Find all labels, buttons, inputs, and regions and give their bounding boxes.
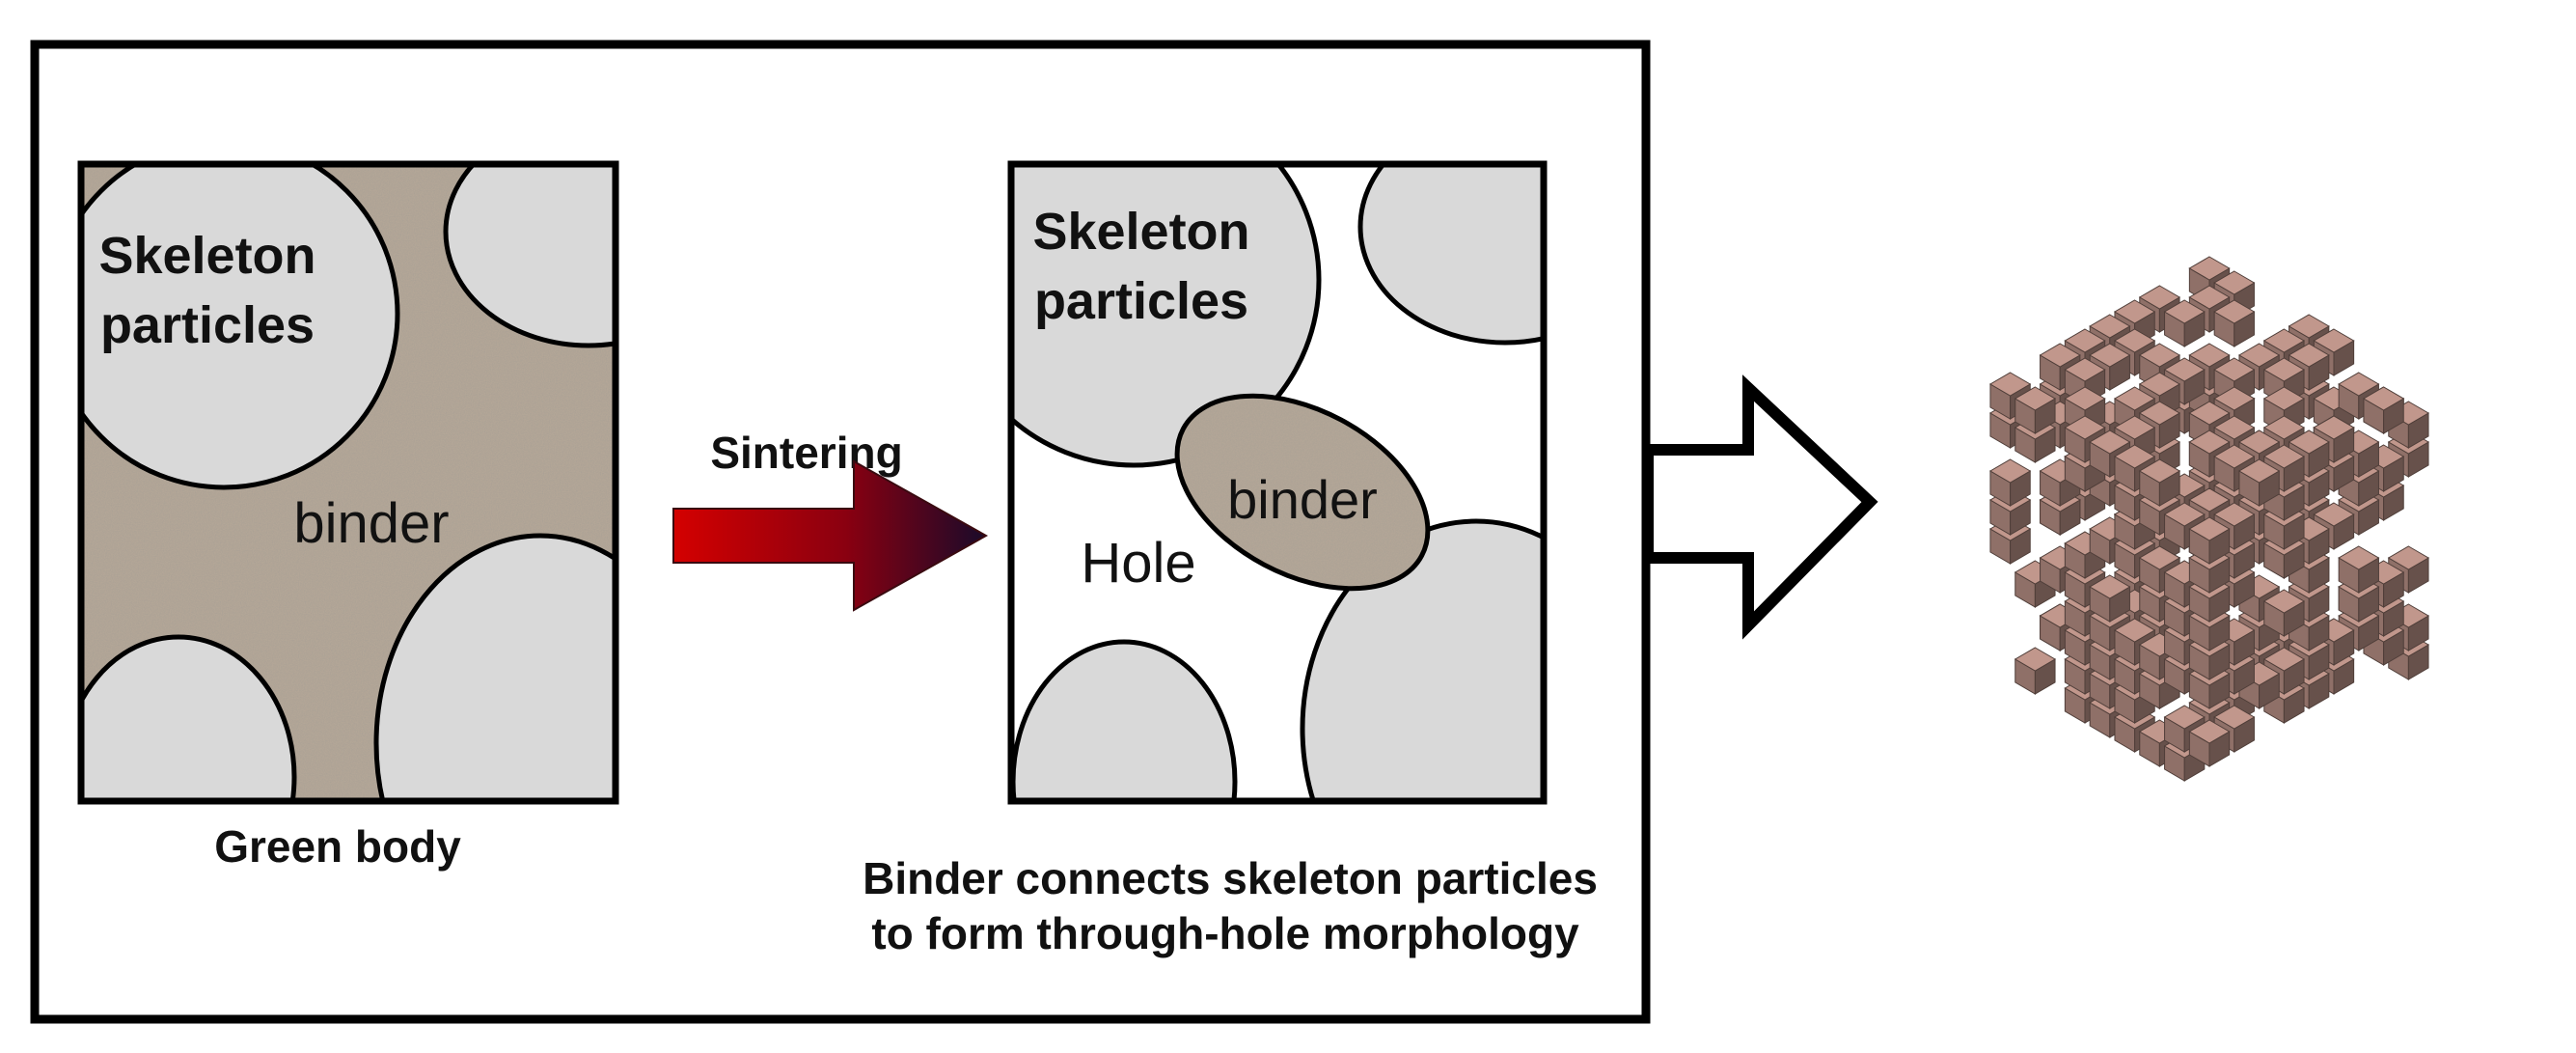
outline-arrow-right-icon: [1642, 374, 1878, 640]
structure-block-face: [2089, 343, 2131, 368]
binder-bridge: [1177, 396, 1428, 589]
structure-block-face: [2138, 372, 2181, 397]
structure-block-face: [2262, 444, 2306, 469]
structure-block-face: [2288, 343, 2330, 368]
structure-block-face: [2163, 502, 2206, 527]
structure-block-face: [2163, 357, 2206, 382]
structure-block-face: [2288, 430, 2330, 455]
structure-block-face: [2163, 299, 2206, 324]
structure-block-face: [2064, 357, 2106, 382]
skeleton-particle: [81, 634, 297, 801]
structure-block-face: [2113, 415, 2156, 440]
structure-block-face: [2188, 285, 2231, 310]
skeleton-particle: [81, 164, 400, 490]
structure-block-face: [2313, 328, 2355, 353]
structure-block-face: [1988, 458, 2032, 484]
structure-block-face: [2262, 328, 2306, 353]
sintering-label: Sintering: [710, 428, 902, 478]
structure-block-face: [2288, 314, 2330, 339]
structure-block-face: [2188, 719, 2231, 744]
sintered-body-panel: Skeleton particles binder Hole Binder co…: [863, 160, 1598, 958]
skeleton-particle: [1011, 164, 1322, 468]
skeleton-particles-label-line2: particles: [1034, 272, 1248, 330]
skeleton-particle: [1357, 164, 1544, 346]
structure-block-face: [2338, 545, 2380, 570]
gradient-arrow-right-icon: [672, 459, 989, 612]
structure-block-face: [2089, 574, 2131, 599]
skeleton-particle: [443, 164, 616, 348]
structure-block-face: [2213, 299, 2256, 324]
structure-block-face: [2113, 386, 2156, 411]
binder-label: binder: [293, 492, 449, 555]
hole-label: Hole: [1081, 532, 1195, 595]
structure-block-face: [2237, 430, 2281, 455]
structure-block-face: [2213, 270, 2256, 295]
structure-block-face: [2338, 372, 2380, 397]
structure-block-face: [2262, 386, 2306, 411]
structure-block-face: [2213, 386, 2256, 411]
structure-block-face: [2362, 386, 2405, 411]
structure-block-face: [2089, 430, 2131, 455]
structure-block-face: [2313, 415, 2355, 440]
skeleton-particle: [1300, 518, 1544, 801]
structure-block-face: [2213, 444, 2256, 469]
structure-block-face: [2113, 444, 2156, 469]
sintered-body-box: [1007, 160, 1548, 805]
skeleton-particles-label-line2: particles: [100, 296, 315, 354]
green-body-box: [77, 160, 619, 805]
structure-block-face: [2188, 430, 2231, 455]
structure-block-face: [2188, 343, 2231, 368]
structure-block-face: [1988, 372, 2032, 397]
structure-block-face: [2237, 458, 2281, 484]
structure-block-face: [2138, 458, 2181, 484]
structure-block-face: [2039, 343, 2081, 368]
structure-block-face: [2213, 357, 2256, 382]
skeleton-particle: [373, 533, 616, 801]
structure-block-face: [2262, 589, 2306, 614]
structure-block-face: [2064, 328, 2106, 353]
structure-block-face: [2387, 545, 2430, 570]
structure-block-face: [2188, 401, 2231, 426]
structure-block-face: [2213, 705, 2256, 730]
structure-block-face: [2313, 502, 2355, 527]
structure-block-face: [2138, 285, 2181, 310]
structure-block-face: [2138, 401, 2181, 426]
structure-block-face: [2262, 415, 2306, 440]
structure-block-face: [2237, 343, 2281, 368]
structure-block-face: [2014, 386, 2057, 411]
structure-block-face: [2262, 357, 2306, 382]
structure-block-face: [2089, 314, 2131, 339]
structure-block-face: [2138, 343, 2181, 368]
sintered-caption-line1: Binder connects skeleton particles: [863, 853, 1598, 903]
structure-block-face: [2113, 299, 2156, 324]
structure-block-face: [2014, 647, 2057, 672]
structure-block-face: [2113, 618, 2156, 643]
structure-block-face: [2188, 516, 2231, 541]
structure-block-face: [2138, 545, 2181, 570]
green-body-panel: Skeleton particles binder Green body: [77, 160, 619, 872]
structure-block-face: [2064, 386, 2106, 411]
structure-block-face: [2262, 647, 2306, 672]
skeleton-particles-label-line1: Skeleton: [98, 227, 315, 285]
green-body-caption: Green body: [214, 821, 461, 872]
sintering-arrow: Sintering: [672, 428, 989, 612]
sintered-caption-line2: to form through-hole morphology: [871, 908, 1579, 958]
structure-block-face: [2113, 328, 2156, 353]
structure-block-face: [2188, 256, 2231, 281]
structure-block-face: [2064, 415, 2106, 440]
binder-label: binder: [1227, 469, 1378, 530]
skeleton-particles-label-line1: Skeleton: [1032, 203, 1249, 261]
structure-block-face: [2188, 487, 2231, 513]
porous-3d-structure: [1988, 256, 2430, 782]
structure-block-face: [2213, 415, 2256, 440]
structure-block-face: [2213, 502, 2256, 527]
structure-block-face: [2163, 705, 2206, 730]
